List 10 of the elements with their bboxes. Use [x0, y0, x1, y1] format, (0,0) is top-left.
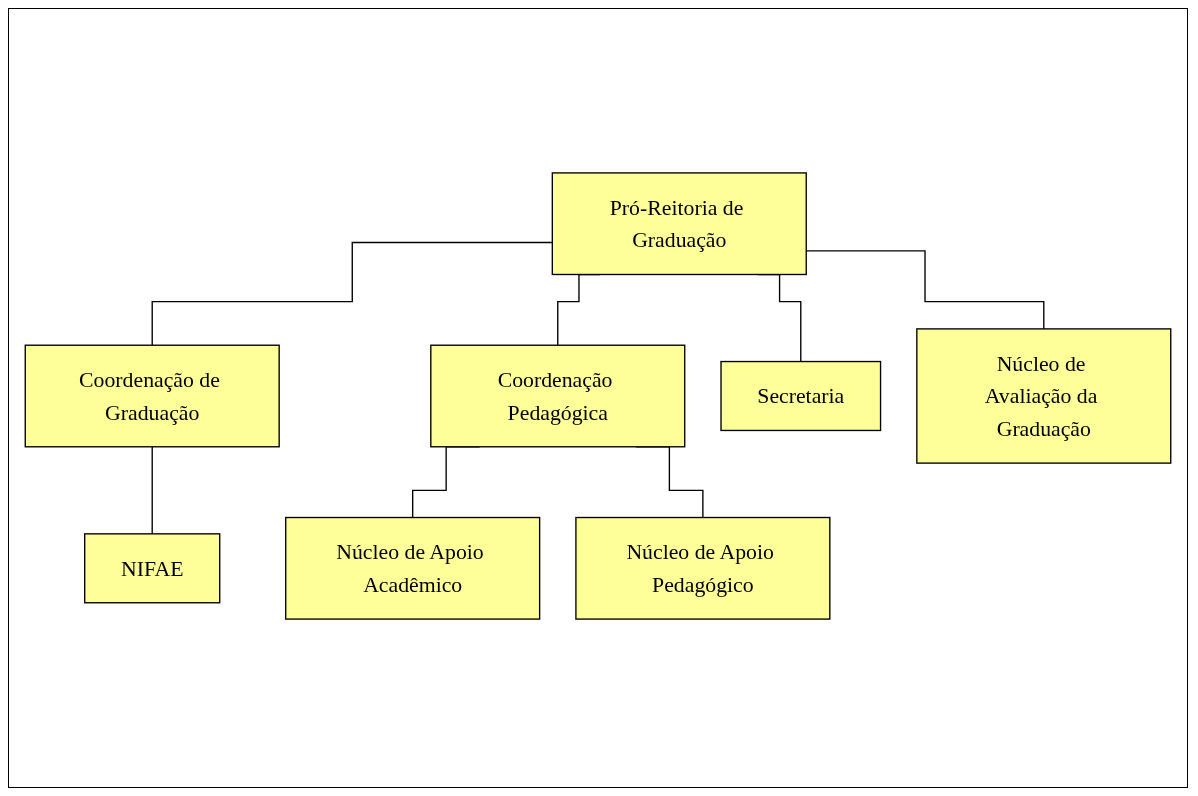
node-box: Núcleo de Apoio Pedagógico [575, 516, 831, 620]
node-box: NIFAE [84, 533, 221, 604]
node-box: Núcleo de Apoio Acadêmico [285, 516, 541, 620]
node-box: Coordenação Pedagógica [430, 344, 686, 448]
node-box: Coordenação de Graduação [24, 344, 280, 448]
node-box: Núcleo de Avaliação da Graduação [916, 328, 1172, 464]
connector [151, 446, 153, 535]
node-box: Pró-Reitoria de Graduação [551, 172, 807, 276]
node-box: Secretaria [720, 360, 882, 432]
connector [151, 241, 553, 346]
